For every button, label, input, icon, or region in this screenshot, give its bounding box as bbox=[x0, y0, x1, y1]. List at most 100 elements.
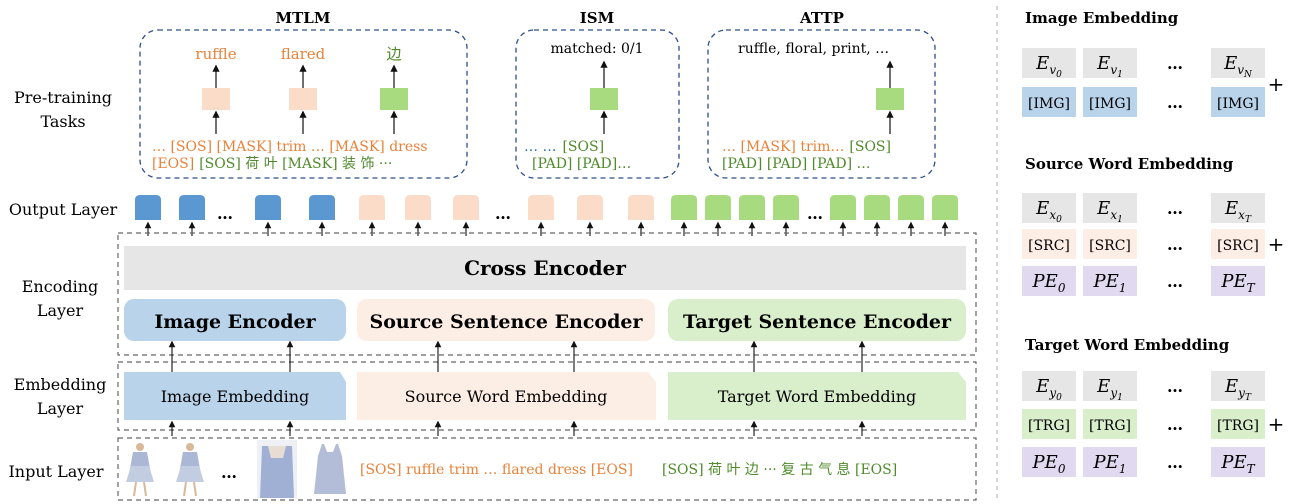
dress-image-1 bbox=[126, 443, 154, 497]
ism-seq-line1: … …[SOS] bbox=[524, 139, 604, 155]
output-token-2 bbox=[179, 195, 205, 220]
output-token-15 bbox=[830, 195, 856, 220]
src-embed-cell-3: ExT bbox=[1224, 198, 1252, 225]
cross-encoder-label: Cross Encoder bbox=[464, 256, 626, 280]
src-embed-cell-3-bg bbox=[1211, 193, 1265, 223]
img-token-cell-0-bg bbox=[1022, 87, 1076, 117]
input-images bbox=[126, 440, 346, 498]
source-embedding-box bbox=[357, 372, 656, 420]
trg-embed-cell-1-bg bbox=[1083, 371, 1137, 401]
target-encoder-box bbox=[668, 299, 966, 341]
mtlm-seq-line1: … [SOS] [MASK] trim … [MASK] dress bbox=[152, 139, 428, 155]
input-image-ellipsis: … bbox=[221, 463, 237, 482]
img-token-cell-1: [IMG] bbox=[1089, 96, 1131, 112]
trg-pe-cell-1: PE1 bbox=[1093, 452, 1127, 476]
src-embed-cell-1-bg bbox=[1083, 193, 1137, 223]
trg-pe-cell-3-bg bbox=[1211, 447, 1265, 477]
image-encoder-label: Image Encoder bbox=[154, 311, 316, 333]
output-token-10 bbox=[628, 195, 654, 220]
cross-encoder-box bbox=[124, 246, 966, 290]
output-token-17 bbox=[898, 195, 924, 220]
mtlm-pred-ruffle: ruffle bbox=[195, 45, 236, 63]
task-title-ism: ISM bbox=[580, 9, 614, 27]
src-pe-cell-0: PE0 bbox=[1032, 271, 1066, 295]
img-token-cell-3-bg bbox=[1211, 87, 1265, 117]
output-token-7 bbox=[453, 195, 479, 220]
image-encoder-box bbox=[124, 299, 346, 341]
trg-pe-cell-1-bg bbox=[1083, 447, 1137, 477]
trg-token-cell-3-bg bbox=[1211, 409, 1265, 439]
row-label-embedding-2: Layer bbox=[37, 399, 84, 418]
embedding-layer-box bbox=[117, 361, 977, 431]
target-encoder-label: Target Sentence Encoder bbox=[683, 311, 952, 333]
src-pe-cell-1-bg bbox=[1083, 266, 1137, 296]
trg-embed-cell-1: Ey1 bbox=[1096, 376, 1123, 403]
row-label-pretraining-1: Pre-training bbox=[14, 88, 112, 107]
task-title-attp: ATTP bbox=[799, 9, 844, 27]
trg-embed-cell-3: EyT bbox=[1224, 376, 1252, 403]
encoding-layer-box bbox=[117, 232, 977, 356]
trg-pe-cell-0-bg bbox=[1022, 447, 1076, 477]
img-token-cell-2: … bbox=[1167, 93, 1183, 112]
img-embed-cell-2: … bbox=[1167, 54, 1183, 73]
trg-token-cell-0: [TRG] bbox=[1028, 418, 1070, 434]
target-embedding-box bbox=[668, 372, 966, 420]
dress-image-4 bbox=[314, 444, 346, 494]
mtlm-pred-flared: flared bbox=[281, 45, 326, 63]
mtlm-head-2 bbox=[289, 88, 317, 110]
input-source-text: [SOS] ruffle trim … flared dress [EOS] bbox=[360, 462, 633, 478]
output-token-6 bbox=[405, 195, 431, 220]
source-embedding-label: Source Word Embedding bbox=[405, 387, 608, 406]
target-embedding-label: Target Word Embedding bbox=[718, 387, 917, 406]
right-image-title: Image Embedding bbox=[1025, 9, 1179, 27]
source-encoder-box bbox=[357, 299, 655, 341]
input-layer-box bbox=[117, 437, 977, 501]
output-token-9 bbox=[577, 195, 603, 220]
output-token-1 bbox=[135, 195, 161, 220]
ism-head bbox=[590, 88, 618, 110]
attp-seq-line1: … [MASK] trim… [SOS] bbox=[722, 139, 891, 155]
mtlm-head-1 bbox=[202, 88, 230, 110]
right-panel-grid: Ev0Ev1…EvN[IMG][IMG]…[IMG]+Ex0Ex1…ExT[SR… bbox=[1022, 48, 1284, 477]
trg-embed-cell-3-bg bbox=[1211, 371, 1265, 401]
trg-token-cell-2: … bbox=[1167, 415, 1183, 434]
target-plus: + bbox=[1268, 412, 1285, 436]
attp-task-box bbox=[707, 29, 936, 179]
output-ellipsis-3: … bbox=[807, 204, 823, 223]
source-encoder-label: Source Sentence Encoder bbox=[370, 311, 644, 333]
attp-seq-line2: [PAD] [PAD] [PAD] … bbox=[722, 156, 871, 172]
row-label-output: Output Layer bbox=[9, 200, 118, 219]
src-token-cell-0-bg bbox=[1022, 229, 1076, 259]
row-label-pretraining-2: Tasks bbox=[40, 112, 85, 131]
task-title-mtlm: MTLM bbox=[276, 9, 331, 27]
output-token-12 bbox=[705, 195, 731, 220]
trg-token-cell-1-bg bbox=[1083, 409, 1137, 439]
src-embed-cell-2: … bbox=[1167, 199, 1183, 218]
img-embed-cell-1: Ev1 bbox=[1096, 53, 1123, 80]
trg-token-cell-1: [TRG] bbox=[1089, 418, 1131, 434]
mtlm-task-box bbox=[139, 29, 468, 179]
src-embed-cell-0-bg bbox=[1022, 193, 1076, 223]
src-token-cell-1-bg bbox=[1083, 229, 1137, 259]
row-label-input: Input Layer bbox=[8, 462, 103, 481]
trg-pe-cell-2: … bbox=[1167, 453, 1183, 472]
mtlm-pred-bian: 边 bbox=[386, 45, 401, 63]
ism-task-box bbox=[515, 29, 680, 179]
output-token-14 bbox=[773, 195, 799, 220]
dress-image-3 bbox=[257, 440, 297, 498]
trg-token-cell-3: [TRG] bbox=[1217, 418, 1259, 434]
attp-seq-sos: [SOS] bbox=[849, 139, 891, 155]
img-token-cell-0: [IMG] bbox=[1028, 96, 1070, 112]
output-token-8 bbox=[528, 195, 554, 220]
trg-token-cell-0-bg bbox=[1022, 409, 1076, 439]
output-ellipsis-1: … bbox=[217, 204, 233, 223]
src-token-cell-0: [SRC] bbox=[1028, 238, 1070, 254]
attp-seq-mask: … [MASK] trim… bbox=[722, 139, 844, 155]
mtlm-seq-eos: [EOS] bbox=[152, 156, 194, 172]
ism-seq-dots: … … bbox=[524, 139, 556, 155]
mtlm-seq-target: [SOS] 荷 叶 [MASK] 装 饰 ··· bbox=[199, 156, 392, 172]
output-ellipsis-2: … bbox=[495, 204, 511, 223]
attp-pred: ruffle, floral, print, … bbox=[738, 41, 889, 57]
source-plus: + bbox=[1268, 232, 1285, 256]
